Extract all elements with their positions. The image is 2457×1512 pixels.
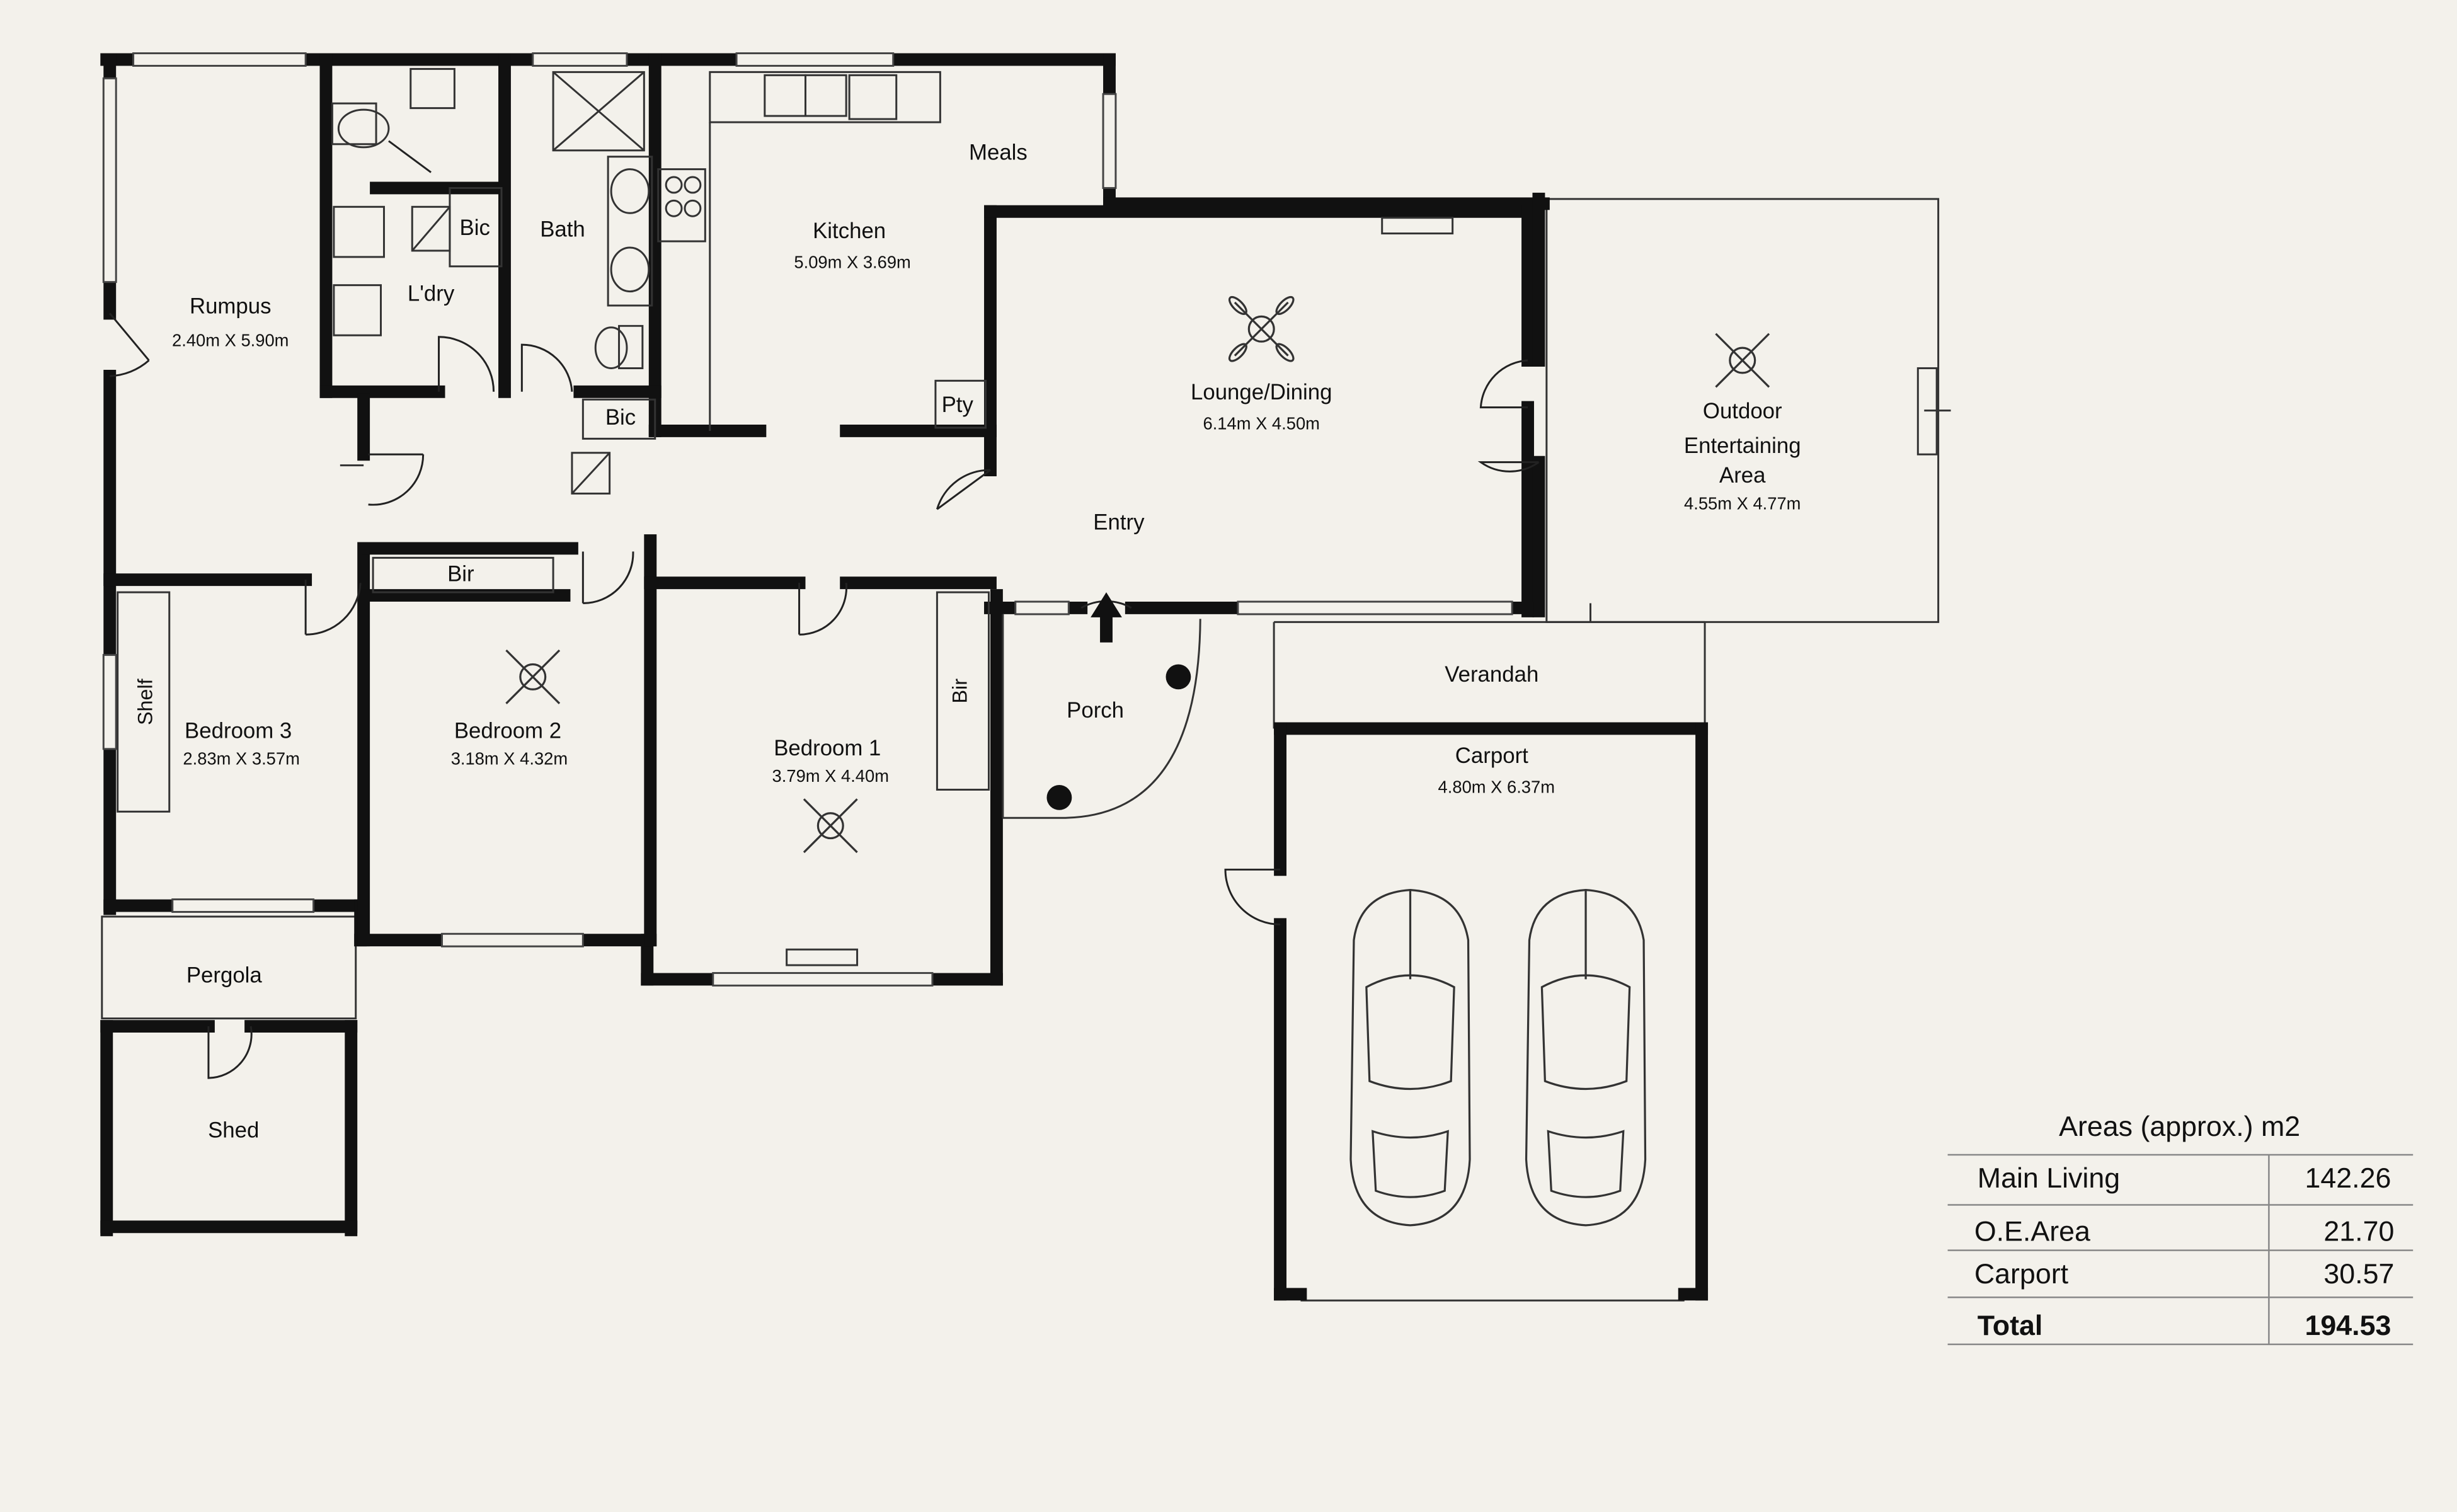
entry-label: Entry bbox=[1093, 510, 1145, 535]
ceiling-fan-icon bbox=[505, 649, 561, 704]
bedroom1-dims: 3.79m X 4.40m bbox=[772, 766, 889, 786]
bic-laundry-label: Bic bbox=[460, 215, 490, 240]
lounge-dims: 6.14m X 4.50m bbox=[1203, 413, 1320, 433]
windows bbox=[102, 52, 1513, 987]
kitchen-dims: 5.09m X 3.69m bbox=[794, 252, 910, 272]
areas-title: Areas (approx.) m2 bbox=[2059, 1111, 2300, 1142]
pergola-label: Pergola bbox=[186, 963, 263, 987]
outdoor-label-2: Entertaining bbox=[1684, 433, 1801, 458]
outline-structures bbox=[101, 198, 1940, 1302]
carport-dims: 4.80m X 6.37m bbox=[1438, 777, 1555, 796]
areas-table: Areas (approx.) m2 Main Living 142.26 O.… bbox=[1947, 1111, 2414, 1346]
shelf-label: Shelf bbox=[134, 678, 156, 725]
rumpus-dims: 2.40m X 5.90m bbox=[172, 331, 289, 350]
area-row-label: O.E.Area bbox=[1974, 1216, 2090, 1247]
bedroom1-label: Bedroom 1 bbox=[774, 736, 881, 760]
area-row-value: 21.70 bbox=[2323, 1216, 2394, 1247]
porch-label: Porch bbox=[1067, 698, 1124, 723]
outdoor-label-3: Area bbox=[1719, 463, 1766, 488]
outdoor-dims: 4.55m X 4.77m bbox=[1684, 493, 1801, 513]
car-icon bbox=[1525, 889, 1647, 1227]
ceiling-fan-icon bbox=[803, 798, 858, 854]
car-icon bbox=[1349, 889, 1471, 1227]
meals-label: Meals bbox=[969, 140, 1028, 165]
area-row-value: 30.57 bbox=[2323, 1258, 2394, 1290]
bedroom2-dims: 3.18m X 4.32m bbox=[451, 749, 568, 769]
area-row-label: Main Living bbox=[1978, 1162, 2120, 1194]
rumpus-label: Rumpus bbox=[190, 294, 272, 318]
area-total-value: 194.53 bbox=[2305, 1310, 2391, 1341]
porch-outline bbox=[1002, 614, 1201, 819]
shed-label: Shed bbox=[208, 1118, 259, 1143]
bic-hall-label: Bic bbox=[605, 405, 636, 430]
bir-bedroom2-label: Bir bbox=[447, 562, 474, 587]
porch-post bbox=[1046, 785, 1072, 810]
carport-label: Carport bbox=[1455, 743, 1528, 768]
area-row-value: 142.26 bbox=[2305, 1162, 2391, 1194]
lounge-label: Lounge/Dining bbox=[1191, 380, 1332, 404]
bath-label: Bath bbox=[540, 217, 585, 242]
outdoor-label-1: Outdoor bbox=[1703, 399, 1782, 423]
pantry-label: Pty bbox=[942, 392, 974, 417]
area-row-label: Carport bbox=[1974, 1258, 2069, 1290]
verandah-label: Verandah bbox=[1445, 662, 1538, 687]
entry-arrow-icon bbox=[1091, 592, 1122, 643]
bedroom2-label: Bedroom 2 bbox=[454, 718, 561, 743]
porch-post bbox=[1166, 664, 1191, 690]
bedroom3-label: Bedroom 3 bbox=[185, 718, 292, 743]
fixtures bbox=[117, 67, 1951, 966]
ceiling-fan-icon bbox=[1228, 295, 1295, 362]
kitchen-label: Kitchen bbox=[813, 219, 886, 243]
area-total-label: Total bbox=[1978, 1310, 2043, 1341]
bir-bedroom1-label: Bir bbox=[949, 679, 971, 704]
ceiling-fan-icon bbox=[1715, 333, 1770, 388]
laundry-label: L'dry bbox=[408, 282, 455, 306]
bedroom3-dims: 2.83m X 3.57m bbox=[183, 749, 299, 769]
